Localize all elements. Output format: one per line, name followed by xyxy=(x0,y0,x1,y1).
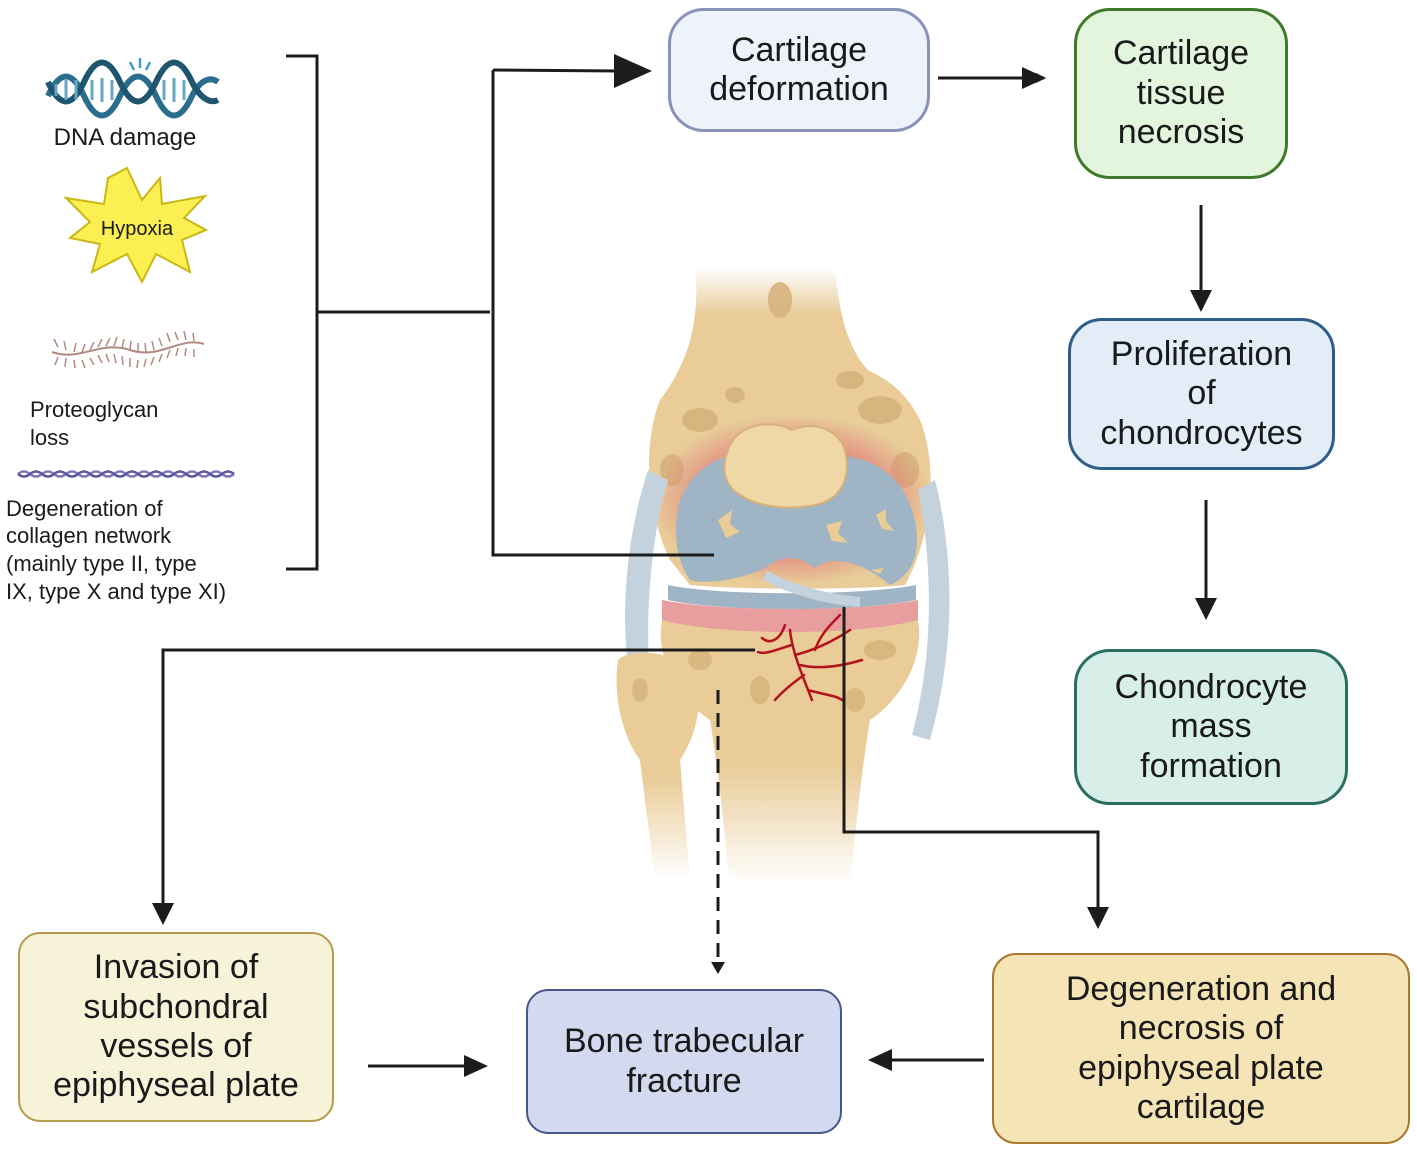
dna-helix-icon xyxy=(45,58,220,119)
arrow-factors-to-deformation xyxy=(492,68,621,73)
proteoglycan-strand-icon xyxy=(51,330,205,369)
chondrocyte-mass-line1: Chondrocyte xyxy=(1114,667,1308,706)
proliferation-box: Proliferation of chondrocytes xyxy=(1068,318,1335,470)
cartilage-necrosis-line3: necrosis xyxy=(1117,113,1245,152)
invasion-box: Invasion of subchondral vessels of epiph… xyxy=(18,932,334,1122)
cartilage-deformation-box: Cartilage deformation xyxy=(668,8,930,132)
proteoglycan-label-line1: Proteoglycan xyxy=(30,397,158,422)
arrow-factors-to-deformation-head xyxy=(614,54,652,88)
bone-fracture-line1: Bone trabecular xyxy=(563,1022,805,1061)
knee-joint-illustration xyxy=(616,268,950,885)
dna-damage-label: DNA damage xyxy=(54,124,197,151)
arrow-epiphysis-to-degeneration xyxy=(842,607,1100,907)
cartilage-necrosis-box: Cartilage tissue necrosis xyxy=(1074,8,1288,179)
collagen-label-line4: IX, type X and type XI) xyxy=(6,579,226,604)
cartilage-deformation-line1: Cartilage xyxy=(730,30,868,69)
degeneration-line3: epiphyseal plate xyxy=(1078,1048,1324,1087)
proteoglycan-label-line2: loss xyxy=(30,425,69,450)
collagen-label-line1: Degeneration of xyxy=(6,496,163,521)
degeneration-line1: Degeneration and xyxy=(1065,969,1337,1008)
invasion-line2: subchondral xyxy=(83,987,269,1026)
collagen-label-line3: (mainly type II, type xyxy=(6,551,197,576)
cartilage-necrosis-line1: Cartilage xyxy=(1112,34,1250,73)
cartilage-deformation-line2: deformation xyxy=(709,70,889,108)
invasion-line3: vessels of xyxy=(100,1027,252,1065)
hypoxia-label: Hypoxia xyxy=(101,218,174,240)
chondrocyte-mass-box: Chondrocyte mass formation xyxy=(1074,649,1348,805)
proliferation-line2: of xyxy=(1187,374,1216,413)
degeneration-line2: necrosis of xyxy=(1118,1009,1284,1048)
hypoxia-starburst-icon xyxy=(63,166,209,285)
cartilage-necrosis-line2: tissue xyxy=(1136,73,1226,112)
collagen-label-line2: collagen network xyxy=(6,523,172,548)
proliferation-line1: Proliferation xyxy=(1110,334,1293,373)
arrow-vessels-to-invasion xyxy=(161,648,755,905)
proliferation-line3: chondrocytes xyxy=(1100,413,1303,452)
factors-bracket xyxy=(286,54,490,571)
invasion-line4: epiphyseal plate xyxy=(53,1066,299,1105)
invasion-line1: Invasion of xyxy=(93,948,259,987)
chondrocyte-mass-line2: mass xyxy=(1170,707,1252,746)
connector-cartilage-pointer xyxy=(491,70,714,557)
degeneration-box: Degeneration and necrosis of epiphyseal … xyxy=(992,953,1410,1144)
collagen-fiber-icon xyxy=(17,470,235,478)
bone-fracture-box: Bone trabecular fracture xyxy=(526,989,842,1134)
degeneration-line4: cartilage xyxy=(1136,1087,1266,1126)
bone-fracture-line2: fracture xyxy=(626,1061,742,1100)
chondrocyte-mass-line3: formation xyxy=(1140,746,1282,785)
